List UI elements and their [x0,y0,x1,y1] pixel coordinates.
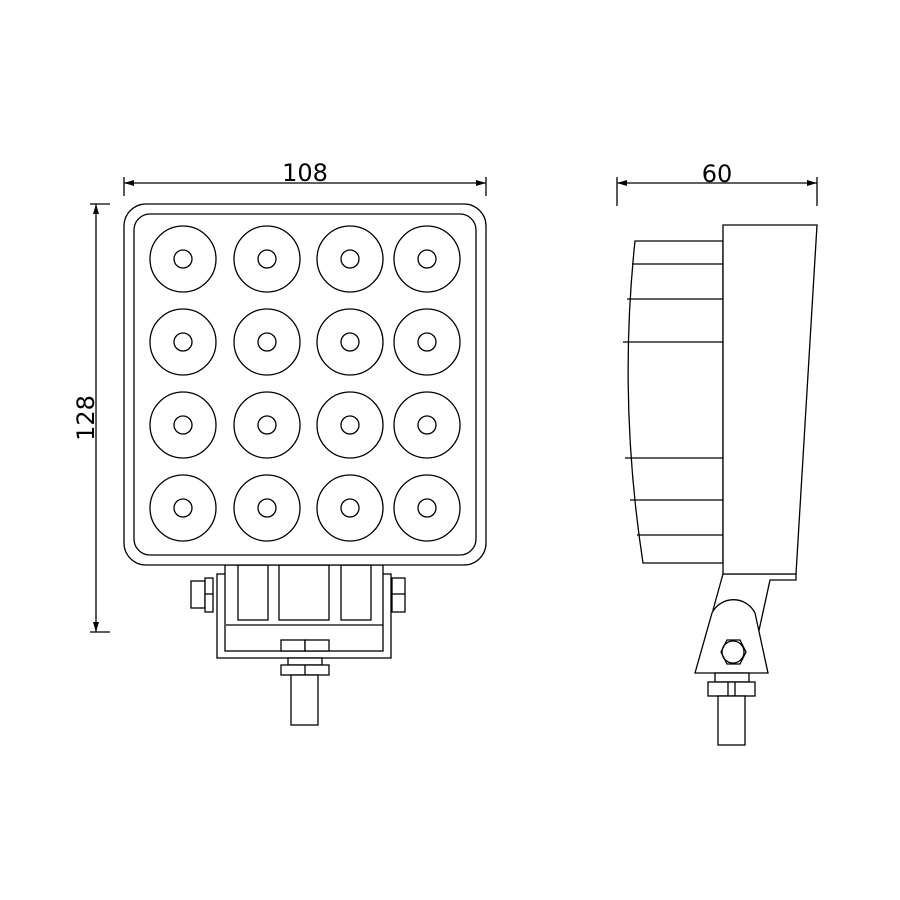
led-reflector [316,225,384,293]
led-emitter [340,498,360,518]
width-label: 108 [282,159,328,187]
led-reflector [393,391,461,459]
led-reflector [233,225,301,293]
width-dimension: 108 [123,159,487,196]
led-emitter [173,498,193,518]
led-grid [149,225,461,542]
side-bracket [694,599,769,674]
led-reflector [149,474,217,542]
led-emitter [173,249,193,269]
housing-inner [133,213,477,556]
led-emitter [417,415,437,435]
led-emitter [257,498,277,518]
led-emitter [173,415,193,435]
side-lens [627,240,724,564]
led-emitter [417,249,437,269]
housing-outer [123,203,487,566]
led-reflector [316,391,384,459]
led-emitter [257,415,277,435]
height-label: 128 [72,395,100,441]
side-view [623,224,818,746]
led-emitter [257,332,277,352]
hex-bolt [720,639,747,665]
side-housing [722,224,818,575]
led-reflector [316,308,384,376]
led-emitter [340,249,360,269]
led-reflector [393,474,461,542]
led-reflector [393,308,461,376]
led-reflector [149,308,217,376]
led-reflector [316,474,384,542]
depth-dimension: 60 [616,160,818,206]
led-emitter [173,332,193,352]
front-mount-bracket [190,564,406,726]
led-emitter [340,332,360,352]
depth-label: 60 [702,160,733,188]
led-emitter [417,332,437,352]
led-reflector [149,225,217,293]
led-reflector [149,391,217,459]
led-emitter [417,498,437,518]
led-emitter [340,415,360,435]
led-reflector [233,391,301,459]
led-reflector [393,225,461,293]
lens-fins [623,263,723,536]
height-dimension: 128 [72,203,110,633]
front-view [123,203,487,726]
led-emitter [257,249,277,269]
led-reflector [233,308,301,376]
led-reflector [233,474,301,542]
